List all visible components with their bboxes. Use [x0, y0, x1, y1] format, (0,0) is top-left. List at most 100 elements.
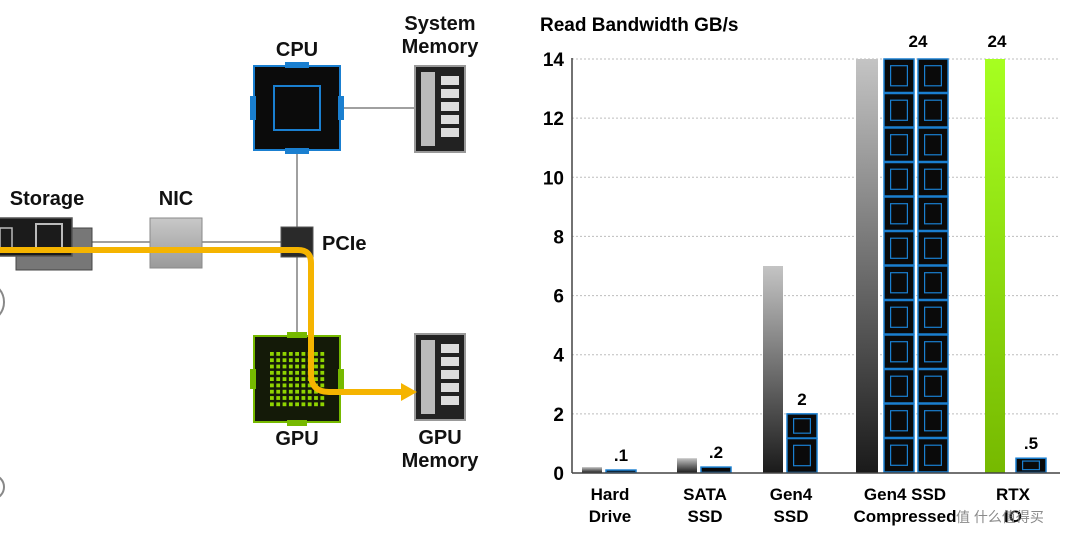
bar-uncompressed [677, 458, 697, 473]
gpu-core-cell [301, 396, 306, 400]
pcie-label: PCIe [322, 233, 367, 255]
chip-tile-core [890, 65, 909, 87]
gpu-core-cell [276, 396, 281, 400]
chip-tile [700, 466, 732, 474]
chip-tile-core [890, 341, 909, 363]
gpu-core-cell [288, 364, 293, 369]
gpu-core-cell [276, 358, 281, 363]
architecture-diagram [0, 62, 466, 498]
gpu-core-cell [270, 402, 274, 407]
gpu-core-cell [301, 402, 306, 407]
gpu-core-cell [276, 364, 281, 369]
gpu-core-cell [270, 352, 274, 356]
system-memory-icon [414, 65, 466, 153]
gpu-core-cell [288, 396, 293, 400]
gpu-core-cell [320, 370, 325, 375]
y-tick-label: 8 [553, 227, 564, 248]
bar-compressed [1015, 457, 1047, 474]
chip-tile [605, 469, 637, 474]
gpu-core-cell [307, 402, 312, 407]
data-path-arrow [0, 247, 404, 395]
chip-tile-core [924, 444, 943, 466]
gpu-core-cell [320, 383, 325, 388]
chip-tile [883, 437, 915, 473]
chip-tile [883, 265, 915, 301]
chip-tile-core [890, 444, 909, 466]
chip-tile-core [924, 272, 943, 294]
value-label: .2 [709, 443, 723, 462]
gpu-core-cell [288, 389, 293, 394]
chip-tile [917, 161, 949, 197]
chip-tile [883, 403, 915, 439]
nic-icon [149, 217, 203, 269]
gpu-core-cell [301, 358, 306, 363]
chip-tile-core [924, 134, 943, 156]
bar-uncompressed [856, 59, 878, 473]
bar-compressed [605, 469, 637, 474]
chip-tile-core [890, 168, 909, 190]
gpu-core-cell [314, 377, 318, 381]
gpu-core-cell [295, 377, 299, 381]
y-tick-label: 4 [553, 346, 564, 367]
chip-tile [917, 299, 949, 335]
chip-tile [883, 196, 915, 232]
chip-tile-core [924, 341, 943, 363]
gpu-core-cell [288, 352, 293, 356]
chip-tile [917, 58, 949, 94]
bar-uncompressed [763, 266, 783, 473]
gpu-core-cell [295, 396, 299, 400]
gpu-core-cell [282, 396, 287, 400]
storage-icon [0, 217, 93, 271]
chip-tile [917, 230, 949, 266]
chip-tile-core [890, 134, 909, 156]
chip-tile [883, 368, 915, 404]
chip-tile-core [924, 168, 943, 190]
gpu-core-cell [288, 370, 293, 375]
gpu-core-cell [295, 389, 299, 394]
gpu-core-cell [288, 358, 293, 363]
value-label: 24 [909, 32, 928, 51]
chip-tile-core [890, 306, 909, 328]
gpu-core-cell [301, 389, 306, 394]
gpu-core-cell [288, 377, 293, 381]
y-tick-label: 10 [543, 168, 564, 189]
gpu-core-cell [314, 402, 318, 407]
gpu-core-cell [301, 377, 306, 381]
gpu-core-cell [276, 370, 281, 375]
gpu-core-cell [320, 358, 325, 363]
bar-compressed [700, 466, 732, 474]
gpu-core-cell [276, 383, 281, 388]
chip-tile [1015, 457, 1047, 474]
chip-tile [883, 92, 915, 128]
chip-tile-core [924, 306, 943, 328]
chip-tile [883, 127, 915, 163]
chip-tile [786, 437, 818, 474]
nic-label: NIC [158, 188, 194, 210]
gpu-core-cell [270, 370, 274, 375]
gpu-core-cell [301, 352, 306, 356]
gpu-core-cell [307, 389, 312, 394]
gpu-core-cell [270, 383, 274, 388]
chip-tile-core [924, 375, 943, 397]
system-memory-label: System Memory [401, 13, 479, 58]
gpu-core-cell [282, 389, 287, 394]
y-tick-label: 12 [543, 109, 564, 130]
gpu-core-cell [314, 364, 318, 369]
gpu-core-cell [276, 377, 281, 381]
chart-title: Read Bandwidth GB/s [540, 15, 738, 36]
value-label: .1 [614, 446, 628, 465]
gpu-core-cell [270, 377, 274, 381]
gpu-core-cell [320, 396, 325, 400]
y-tick-label: 14 [543, 50, 565, 71]
value-label: 2 [797, 390, 806, 409]
gpu-core-cell [320, 352, 325, 356]
chip-tile [917, 265, 949, 301]
bar-compressed [883, 58, 949, 473]
chip-tile [883, 230, 915, 266]
cpu-label: CPU [275, 39, 319, 61]
chip-tile-core [890, 99, 909, 121]
bar-compressed [786, 413, 818, 474]
chip-tile-core [924, 203, 943, 225]
chip-tile [917, 403, 949, 439]
